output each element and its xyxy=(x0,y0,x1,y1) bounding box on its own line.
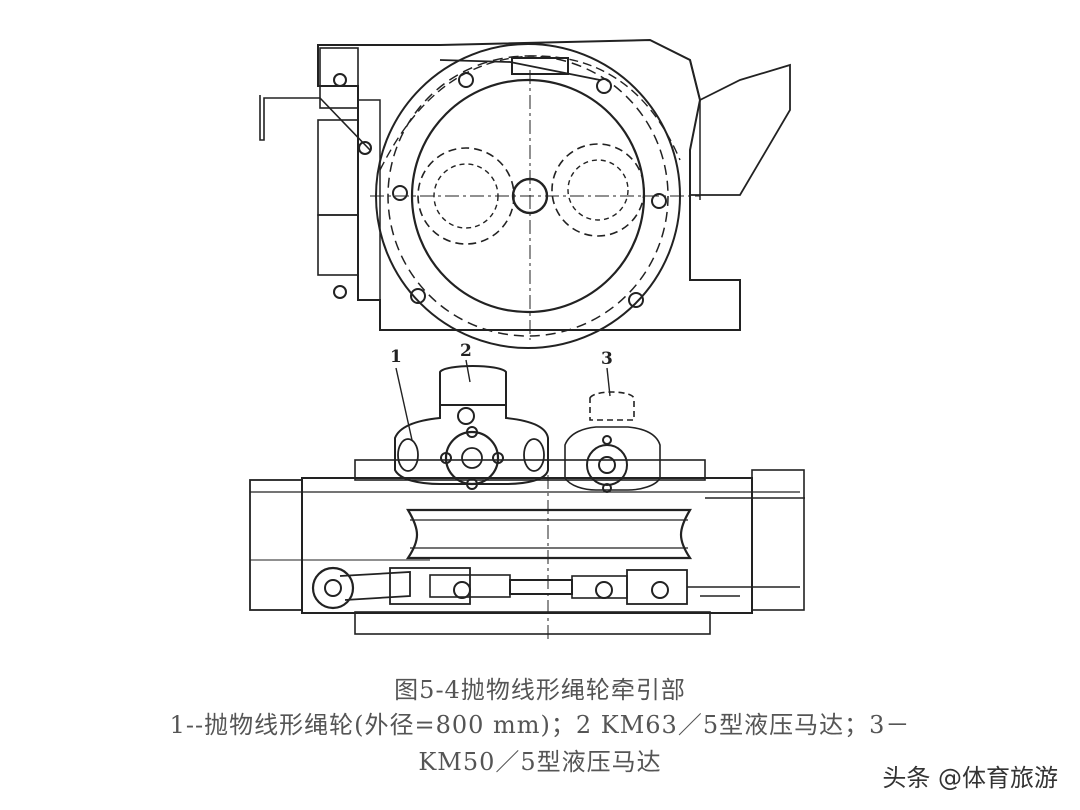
part-label-1: 1 xyxy=(390,347,402,367)
hydraulic-motor-km50 xyxy=(564,391,661,493)
parabolic-rope-sheave xyxy=(405,508,693,560)
tension-linkage xyxy=(311,566,800,610)
housing-outline xyxy=(317,38,741,331)
gear-right xyxy=(551,143,645,237)
hydraulic-motor-km63 xyxy=(394,365,549,490)
frame-left-block xyxy=(249,479,303,611)
technical-drawing: 1 2 3 xyxy=(249,38,805,640)
figure-caption-title: 图5-4抛物线形绳轮牵引部 xyxy=(394,676,686,704)
bottom-plan-view xyxy=(249,359,805,640)
top-elevation-view xyxy=(259,38,791,349)
adjusting-cylinder xyxy=(509,579,573,595)
figure-caption-legend-line1: 1--抛物线形绳轮(外径=800 mm)；2 KM63／5型液压马达；3－ xyxy=(169,711,911,739)
part-label-3: 3 xyxy=(601,349,613,369)
figure-caption-legend-line2: KM50／5型液压马达 xyxy=(418,748,662,776)
watermark-text: 头条 @体育旅游 xyxy=(882,764,1058,792)
part-label-2: 2 xyxy=(460,341,472,361)
tensioner-cylinder xyxy=(511,57,569,75)
frame xyxy=(301,477,753,614)
